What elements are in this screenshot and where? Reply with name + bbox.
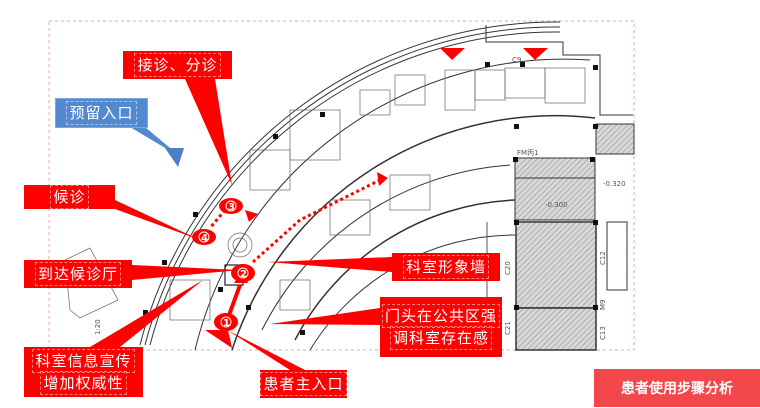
plan-label-c21: C21 bbox=[504, 321, 512, 335]
reception-pointer bbox=[185, 79, 232, 185]
entrance-markers bbox=[440, 48, 548, 60]
svg-text:1: 1 bbox=[223, 318, 230, 329]
step-4-marker: 4 bbox=[192, 229, 216, 245]
plan-label-c12: C12 bbox=[599, 251, 607, 265]
step-1-marker: 1 bbox=[214, 313, 238, 331]
svg-text:3: 3 bbox=[228, 202, 235, 213]
svg-text:2: 2 bbox=[240, 269, 247, 280]
info-pointer bbox=[90, 280, 203, 347]
callout-department-info: 科室信息宣传增加权威性 bbox=[24, 347, 143, 397]
callout-arrive-hall: 到达候诊厅 bbox=[24, 260, 132, 288]
step-markers: 1 2 3 4 bbox=[192, 198, 255, 331]
callout-reserved-entrance: 预留入口 bbox=[55, 98, 148, 128]
plan-label-level1: -0.300 bbox=[545, 201, 568, 209]
main-entrance-pointer bbox=[227, 330, 305, 370]
step-3-marker: 3 bbox=[219, 198, 243, 214]
callout-image-wall: 科室形象墙 bbox=[392, 253, 500, 281]
plan-label-c9: C9 bbox=[512, 56, 521, 64]
callout-door-presence: 门头在公共区强调科室存在感 bbox=[380, 297, 502, 357]
callout-waiting: 候诊 bbox=[24, 185, 115, 209]
columns bbox=[143, 62, 598, 335]
plan-label-fm1: FM丙1 bbox=[517, 149, 539, 157]
waiting-pointer bbox=[115, 200, 200, 240]
plan-label-c20: C20 bbox=[504, 261, 512, 275]
summary-title: 患者使用步骤分析 bbox=[594, 369, 760, 407]
door-pointer bbox=[270, 308, 380, 325]
image-wall-pointer bbox=[268, 257, 392, 272]
callout-reception: 接诊、分诊 bbox=[123, 51, 232, 79]
svg-text:4: 4 bbox=[201, 233, 208, 244]
patient-route bbox=[208, 172, 388, 319]
callout-main-entrance: 患者主入口 bbox=[260, 370, 347, 398]
reserved-arrowhead bbox=[165, 148, 184, 167]
plan-label-m9: M9 bbox=[599, 300, 607, 311]
main-entrance-arrowhead bbox=[205, 330, 232, 348]
plan-label-scale: 1:20 bbox=[94, 319, 102, 335]
plan-label-level2: -0.320 bbox=[603, 180, 626, 188]
building-arcs bbox=[139, 21, 596, 351]
step-2-marker: 2 bbox=[231, 264, 255, 282]
right-block bbox=[485, 25, 635, 351]
arrive-pointer bbox=[132, 265, 240, 280]
plan-label-c13: C13 bbox=[599, 326, 607, 340]
